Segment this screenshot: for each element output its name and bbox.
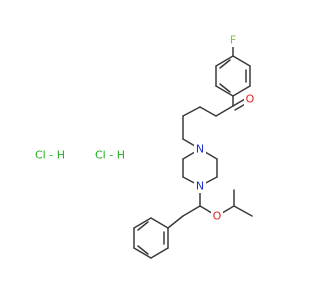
- phenyl-ring: [133, 217, 169, 259]
- ch2-phenyl-bond: [167, 215, 184, 229]
- ch-ch2-bond: [182, 205, 201, 217]
- fluorophenyl-ring: [215, 55, 251, 97]
- carbonyl-double-bond-a: [232, 98, 246, 107]
- nitrogen-bottom-label: N: [196, 180, 204, 193]
- molecule-structure: F O N N O Cl - H Cl - H: [35, 33, 256, 259]
- atom-carbonyl-oxygen: O: [244, 92, 256, 106]
- ether-oxygen-label: O: [213, 210, 222, 223]
- fluorine-label: F: [230, 34, 236, 47]
- nitrogen-top-label: N: [196, 143, 204, 156]
- atom-nitrogen-top: N: [194, 142, 206, 156]
- atom-fluorine: F: [227, 33, 239, 47]
- structure-canvas: F O N N O Cl - H Cl - H: [35, 33, 256, 259]
- carbonyl-oxygen-label: O: [246, 93, 255, 106]
- salt-hcl-2: Cl - H: [95, 149, 125, 162]
- salt-hcl-1: Cl - H: [35, 149, 65, 162]
- butyl-chain: [182, 105, 234, 150]
- isopropyl-methyl-1: [233, 205, 253, 217]
- atom-nitrogen-bottom: N: [194, 179, 206, 193]
- atom-ether-oxygen: O: [211, 209, 223, 223]
